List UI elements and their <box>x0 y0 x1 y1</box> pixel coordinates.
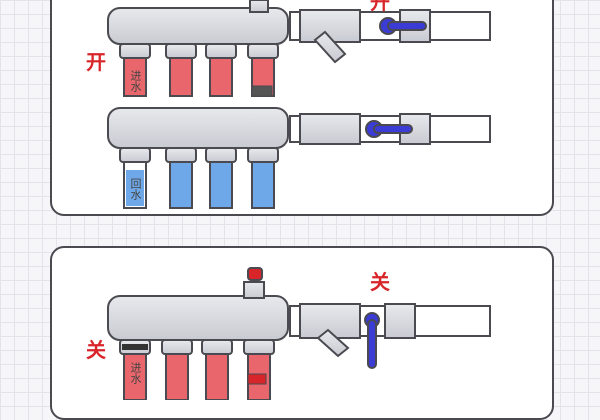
bottom-branch-valve-label: 关 <box>86 338 106 362</box>
top-main-valve-handle <box>379 17 427 35</box>
bottom-manifold-illustration <box>107 267 491 400</box>
top-return-branches <box>119 147 279 209</box>
bottom-supply-pipe-label: 进水 <box>129 362 142 384</box>
top-supply-pipe-label: 进水 <box>129 70 142 92</box>
top-main-valve-label: 开 <box>370 0 390 14</box>
top-supply-branches <box>119 43 279 97</box>
top-return-pipe-label: 回水 <box>129 178 142 200</box>
top-branch-valve-label: 开 <box>86 50 106 74</box>
top-return-manifold <box>107 107 491 149</box>
bottom-main-valve-label: 关 <box>370 270 390 294</box>
top-return-valve-handle <box>365 120 413 138</box>
bottom-manifold-assembly <box>107 267 491 400</box>
top-supply-manifold <box>107 0 491 64</box>
